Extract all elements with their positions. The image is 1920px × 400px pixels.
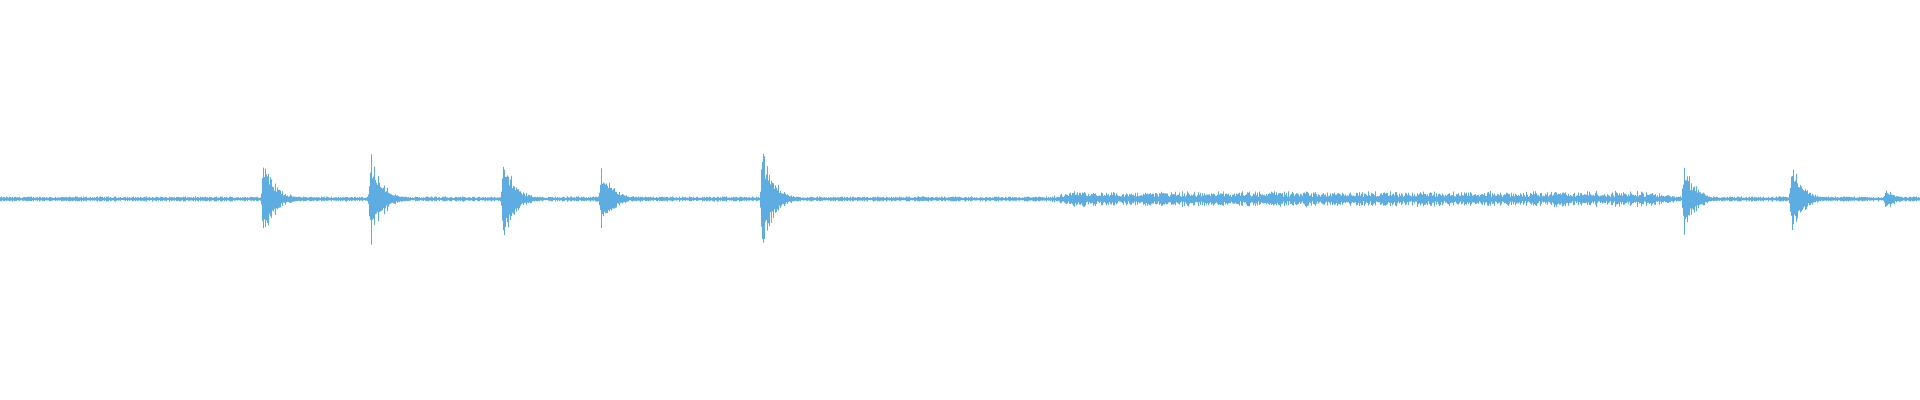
waveform-bars <box>0 154 1920 245</box>
